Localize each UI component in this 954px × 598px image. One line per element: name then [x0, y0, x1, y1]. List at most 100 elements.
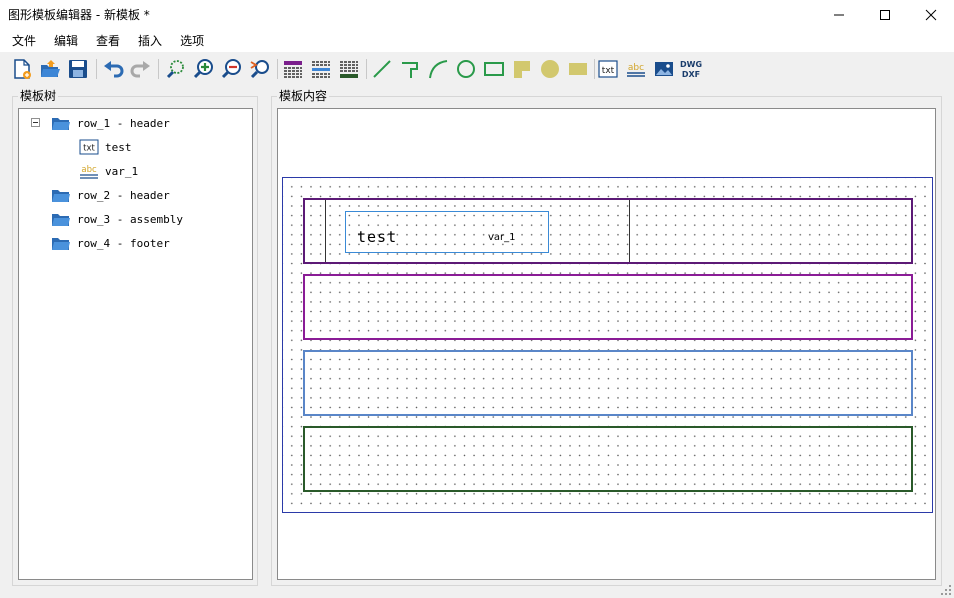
template-canvas[interactable]: test var_1	[277, 108, 936, 580]
table-header-icon	[284, 61, 302, 78]
undo-icon	[104, 61, 124, 78]
svg-text:abc: abc	[81, 165, 97, 175]
close-icon	[925, 9, 937, 21]
template-sheet[interactable]: test var_1	[282, 177, 933, 513]
minimize-icon	[834, 14, 844, 16]
insert-header-button[interactable]	[281, 57, 305, 81]
folder-open-icon	[51, 186, 71, 204]
tree-node-label: var_1	[105, 164, 139, 178]
insert-footer-button[interactable]	[337, 57, 361, 81]
undo-button[interactable]	[101, 57, 125, 81]
filled-rectangle-icon	[569, 63, 587, 75]
import-dwg-button[interactable]: DWG DXF	[678, 57, 704, 81]
save-button[interactable]	[66, 57, 90, 81]
menu-bar: 文件 编辑 查看 插入 选项	[0, 30, 954, 52]
toolbar: txt abc DWG DXF	[0, 52, 954, 86]
tree-node-row-3[interactable]: row_3 - assembly	[51, 208, 183, 230]
canvas-panel-title: 模板内容	[277, 87, 330, 104]
selected-element-box[interactable]	[345, 211, 549, 253]
tree-panel-title: 模板树	[18, 87, 59, 104]
tree-node-var-1[interactable]: abc var_1	[79, 160, 138, 182]
tree-node-label: row_4 - footer	[77, 236, 170, 250]
menu-options[interactable]: 选项	[180, 34, 205, 48]
insert-image-button[interactable]	[652, 57, 676, 81]
resize-grip-icon[interactable]	[940, 584, 952, 596]
table-assembly-icon	[312, 61, 330, 78]
title-bar: 图形模板编辑器 - 新模板 *	[0, 0, 954, 30]
zoom-fit-icon	[166, 60, 184, 79]
canvas-variable-var-1[interactable]: var_1	[488, 232, 516, 243]
menu-edit[interactable]: 编辑	[54, 34, 79, 48]
save-icon	[69, 60, 87, 78]
fill-rectangle-button[interactable]	[566, 57, 590, 81]
zoom-previous-button[interactable]	[248, 57, 272, 81]
tree-node-row-4[interactable]: row_4 - footer	[51, 232, 170, 254]
tree-node-label: row_3 - assembly	[77, 212, 183, 226]
row-1-header[interactable]: test var_1	[303, 198, 913, 264]
zoom-out-icon	[221, 59, 241, 79]
tree-panel-frame	[12, 96, 258, 586]
tree-node-label: test	[105, 140, 132, 154]
zoom-previous-icon	[250, 60, 269, 79]
filled-circle-icon	[541, 60, 559, 78]
template-tree[interactable]: row_1 - header txt test abc var_1 row_2 …	[18, 108, 253, 580]
draw-rectangle-button[interactable]	[482, 57, 506, 81]
collapse-toggle[interactable]	[31, 118, 40, 127]
variable-icon: abc	[627, 63, 645, 77]
draw-line-button[interactable]	[370, 57, 394, 81]
folder-open-icon	[51, 114, 71, 132]
variable-icon: abc	[79, 162, 99, 180]
new-file-icon	[14, 59, 31, 79]
open-folder-icon	[41, 60, 60, 77]
fill-circle-button[interactable]	[538, 57, 562, 81]
maximize-button[interactable]	[862, 0, 908, 30]
new-button[interactable]	[10, 57, 34, 81]
svg-text:txt: txt	[83, 144, 95, 154]
table-footer-icon	[340, 61, 358, 78]
line-icon	[373, 60, 391, 78]
fill-polygon-button[interactable]	[510, 57, 534, 81]
filled-polygon-icon	[514, 61, 530, 78]
open-button[interactable]	[38, 57, 62, 81]
dwg-dxf-icon: DWG DXF	[680, 60, 702, 79]
zoom-fit-button[interactable]	[164, 57, 188, 81]
tree-node-row-1[interactable]: row_1 - header	[51, 112, 170, 134]
text-icon: txt	[598, 60, 618, 78]
zoom-in-button[interactable]	[192, 57, 216, 81]
insert-text-button[interactable]: txt	[596, 57, 620, 81]
row-3-assembly[interactable]	[303, 350, 913, 416]
draw-arc-button[interactable]	[426, 57, 450, 81]
draw-polyline-button[interactable]	[398, 57, 422, 81]
row-4-footer[interactable]	[303, 426, 913, 492]
image-icon	[655, 62, 673, 76]
row-2-header[interactable]	[303, 274, 913, 340]
minimize-button[interactable]	[816, 0, 862, 30]
window-title: 图形模板编辑器 - 新模板 *	[8, 8, 150, 22]
redo-button[interactable]	[129, 57, 153, 81]
tree-node-label: row_1 - header	[77, 116, 170, 130]
insert-assembly-button[interactable]	[309, 57, 333, 81]
arc-icon	[429, 60, 448, 79]
text-icon: txt	[79, 138, 99, 156]
menu-file[interactable]: 文件	[12, 34, 37, 48]
menu-insert[interactable]: 插入	[138, 34, 163, 48]
circle-icon	[457, 60, 475, 78]
tree-node-test[interactable]: txt test	[79, 136, 132, 158]
insert-variable-button[interactable]: abc	[624, 57, 648, 81]
column-divider	[629, 200, 630, 262]
draw-circle-button[interactable]	[454, 57, 478, 81]
tree-node-row-2[interactable]: row_2 - header	[51, 184, 170, 206]
maximize-icon	[880, 10, 890, 20]
zoom-out-button[interactable]	[220, 57, 244, 81]
canvas-panel-frame	[271, 96, 942, 586]
rectangle-icon	[484, 62, 504, 76]
folder-open-icon	[51, 234, 71, 252]
close-button[interactable]	[908, 0, 954, 30]
svg-text:DXF: DXF	[682, 70, 700, 79]
menu-view[interactable]: 查看	[96, 34, 121, 48]
svg-text:DWG: DWG	[680, 60, 702, 69]
redo-icon	[130, 61, 150, 78]
column-divider	[325, 200, 326, 262]
canvas-text-test[interactable]: test	[357, 228, 398, 246]
svg-text:abc: abc	[628, 63, 644, 73]
